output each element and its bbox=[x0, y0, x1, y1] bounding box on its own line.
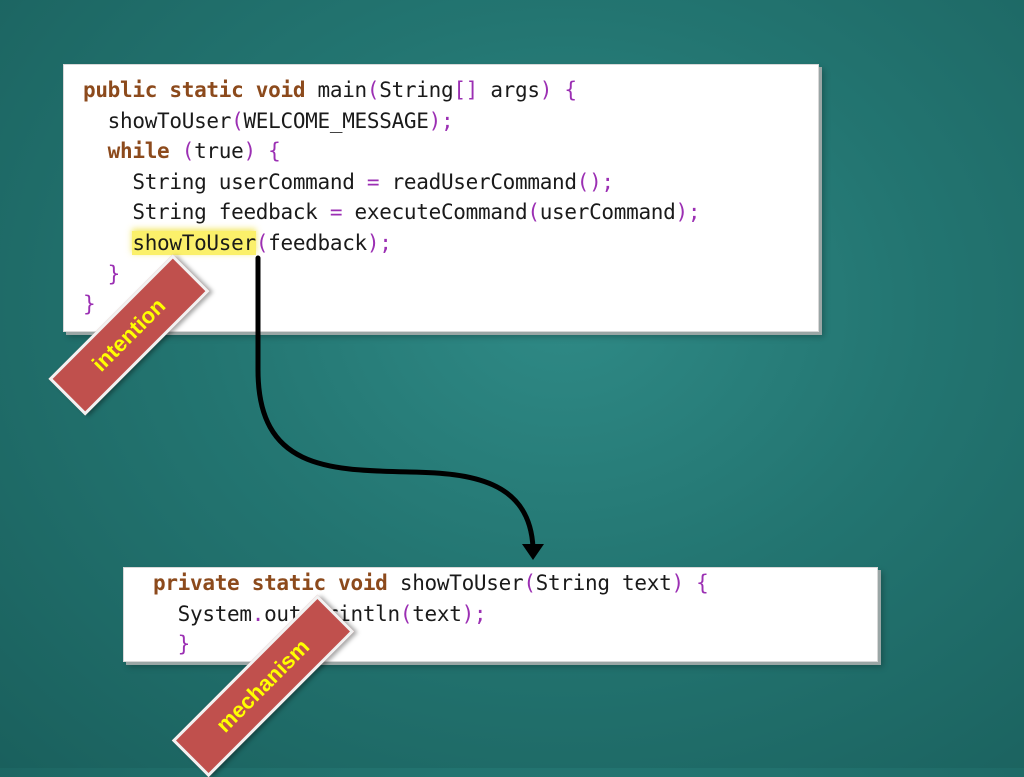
code-token: ) { bbox=[243, 139, 281, 164]
code-token: ( bbox=[399, 601, 413, 626]
code-token: public static void bbox=[83, 78, 306, 102]
code-token: String userCommand bbox=[83, 169, 367, 194]
main-method-code: public static void main(String[] args) {… bbox=[83, 75, 700, 320]
code-token: ( bbox=[231, 108, 244, 133]
code-token: main bbox=[305, 78, 368, 102]
code-token: showToUser bbox=[83, 108, 232, 133]
call-arrow-path bbox=[255, 255, 536, 551]
code-token: ); bbox=[428, 108, 454, 133]
code-token: (); bbox=[576, 169, 614, 194]
code-token: String feedback bbox=[83, 200, 330, 225]
code-token: userCommand bbox=[539, 200, 676, 225]
code-token: text bbox=[412, 601, 462, 626]
arrowhead-icon bbox=[522, 544, 544, 560]
code-token: } bbox=[83, 292, 96, 317]
code-token: [] bbox=[453, 78, 491, 102]
code-token: true bbox=[194, 139, 244, 164]
code-token: ); bbox=[675, 200, 701, 225]
code-token: WELCOME_MESSAGE bbox=[243, 108, 429, 133]
code-token: readUserCommand bbox=[379, 169, 577, 194]
code-token: ) { bbox=[671, 571, 709, 595]
code-token: ) { bbox=[539, 78, 577, 102]
code-token: ( bbox=[366, 78, 380, 102]
code-token: ( bbox=[527, 200, 540, 225]
code-token: showToUser bbox=[387, 571, 524, 595]
code-token: String text bbox=[535, 571, 672, 595]
code-token: System bbox=[153, 601, 252, 626]
code-token: ( bbox=[181, 139, 195, 164]
code-token: = bbox=[366, 169, 380, 194]
code-token: while bbox=[83, 139, 170, 164]
code-token: ( bbox=[523, 571, 536, 595]
code-token: } bbox=[83, 261, 121, 286]
code-token: . bbox=[251, 601, 265, 626]
code-token: String bbox=[379, 78, 454, 102]
code-token: executeCommand bbox=[342, 200, 528, 225]
code-token: private static void bbox=[153, 571, 388, 595]
code-token: ( bbox=[255, 230, 269, 255]
code-token: feedback bbox=[268, 230, 367, 255]
code-token: = bbox=[329, 200, 343, 225]
code-token: ); bbox=[366, 230, 392, 255]
code-token: } bbox=[153, 632, 191, 657]
code-token: ); bbox=[461, 601, 487, 626]
code-token: args bbox=[490, 78, 540, 102]
highlighted-call-showtouser: showToUser bbox=[132, 230, 256, 255]
